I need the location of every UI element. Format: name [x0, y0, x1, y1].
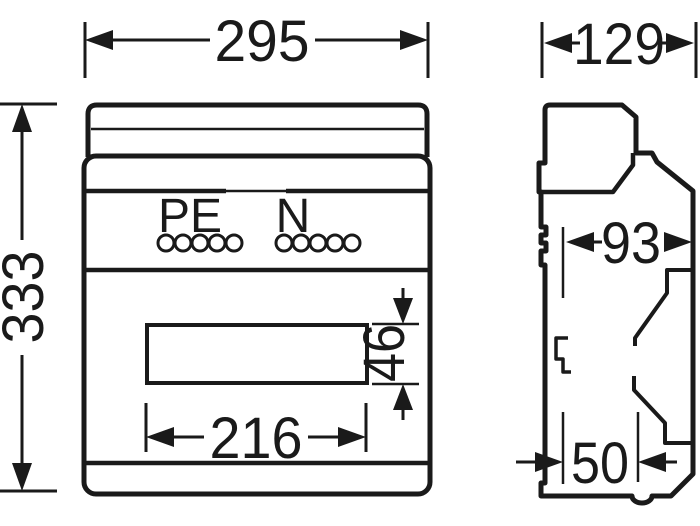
front-view: PE N: [81, 102, 433, 497]
side-notch-upper: [633, 268, 693, 346]
witness-lines: [372, 322, 419, 386]
arrowhead-up-icon: [12, 104, 32, 132]
arrowhead-up-icon: [393, 384, 413, 410]
arrowhead-down-icon: [393, 298, 413, 324]
side-depth-value: 129: [573, 12, 665, 77]
side-mount-clip: [554, 336, 571, 374]
arrowhead-left-icon: [146, 427, 174, 447]
side-profile-outline: [536, 102, 696, 506]
witness-lines: [144, 403, 368, 452]
dimension-side-lower-depth: 50: [516, 412, 677, 496]
terminal-circle: [342, 233, 362, 253]
side-view: [536, 102, 696, 506]
side-upper-depth-value: 93: [601, 211, 661, 276]
cutout-height-value: 46: [352, 324, 417, 382]
side-notch-lower: [632, 376, 693, 445]
front-body-outline: [81, 153, 433, 497]
cutout-width-value: 216: [210, 406, 303, 471]
witness-lines: [83, 22, 430, 78]
side-lower-depth-value: 50: [571, 431, 629, 496]
arrowhead-left-icon: [85, 30, 113, 50]
witness-lines: [540, 22, 698, 78]
arrowhead-right-icon: [400, 30, 428, 50]
dimension-side-depth: 129: [540, 12, 698, 78]
witness-lines: [0, 102, 57, 493]
terminal-circle: [325, 233, 345, 253]
front-cutout-window: [145, 323, 369, 385]
side-lid-bottom-line: [539, 153, 636, 195]
arrowhead-right-icon: [664, 232, 692, 252]
front-height-value: 333: [0, 251, 56, 344]
arrowhead-left-icon: [566, 232, 594, 252]
dimension-cutout-width: 216: [144, 403, 368, 471]
pe-terminal-row: [156, 233, 244, 253]
arrowhead-right-icon: [535, 452, 563, 472]
terminal-circle: [308, 233, 328, 253]
arrowhead-right-icon: [666, 33, 694, 53]
dimension-front-width: 295: [83, 9, 430, 78]
arrowhead-right-icon: [338, 427, 366, 447]
witness-lines: [561, 412, 640, 484]
terminal-circle: [224, 233, 244, 253]
n-terminal-row: [274, 233, 362, 253]
dimension-front-height: 333: [0, 102, 57, 493]
arrowhead-down-icon: [12, 463, 32, 491]
arrowhead-left-icon: [638, 452, 666, 472]
front-lid-outline: [85, 102, 430, 157]
dimension-cutout-height: 46: [352, 288, 419, 420]
arrowhead-left-icon: [544, 33, 572, 53]
front-width-value: 295: [215, 9, 310, 74]
dimension-side-upper-depth: 93: [561, 211, 692, 298]
